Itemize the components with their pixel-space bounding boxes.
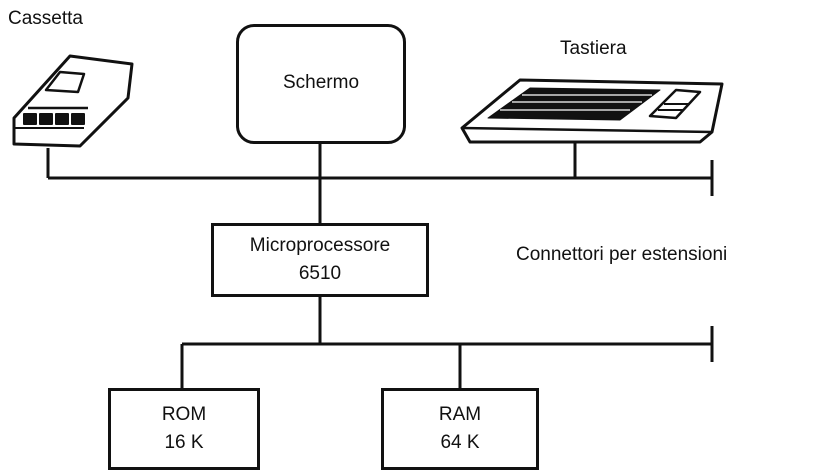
lower-bus — [180, 295, 714, 390]
cpu-label-line1: Microprocessore — [249, 235, 391, 257]
cassette-label: Cassetta — [8, 8, 83, 29]
keyboard-label: Tastiera — [560, 38, 627, 59]
ram-label-line1: RAM — [438, 404, 482, 426]
cpu-box: Microprocessore 6510 — [211, 223, 429, 297]
keyboard-icon — [460, 78, 724, 144]
ram-box: RAM 64 K — [381, 388, 539, 470]
expansion-connectors-label: Connettori per estensioni — [516, 244, 728, 265]
rom-box: ROM 16 K — [108, 388, 260, 470]
keyboard-keys — [500, 94, 652, 111]
cassette-icon — [12, 54, 134, 148]
upper-bus — [46, 140, 714, 225]
cpu-label-line2: 6510 — [298, 263, 342, 284]
rom-label-line2: 16 K — [164, 432, 204, 453]
screen-box: Schermo — [236, 24, 406, 144]
ram-label-line2: 64 K — [440, 432, 480, 453]
screen-label: Schermo — [282, 72, 360, 93]
rom-label-line1: ROM — [161, 404, 207, 426]
